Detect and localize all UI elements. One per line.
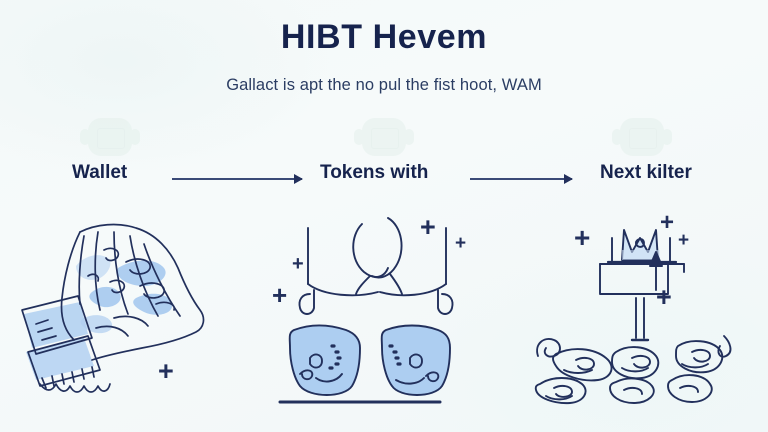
arrow-head-icon	[564, 174, 573, 184]
step-label-tokens-with: Tokens with	[320, 162, 429, 183]
page-subtitle: Gallact is apt the no pul the fist hoot,…	[226, 76, 542, 94]
sparkle-plus-icon: +	[158, 356, 174, 386]
step-label-wallet: Wallet	[72, 162, 128, 183]
watermark-ear-left	[612, 129, 622, 145]
step-arrow-2	[470, 174, 573, 184]
step-label-next-kilter: Next kilter	[600, 162, 692, 183]
step-arrow-1	[172, 174, 303, 184]
arrow-line	[470, 178, 572, 180]
sparkle-plus-icon: +	[678, 230, 690, 251]
illustration-panel-1: +	[18, 206, 274, 406]
sparkle-plus-icon: +	[420, 212, 436, 242]
watermark-screen	[629, 128, 657, 149]
sparkle-plus-icon: +	[455, 233, 467, 254]
page-title: HIBT Hevem	[280, 18, 488, 56]
sparkle-plus-icon: +	[660, 209, 675, 236]
sparkle-plus-icon: +	[656, 282, 672, 312]
vr-headset-watermark-1	[78, 118, 142, 158]
watermark-screen	[371, 128, 399, 149]
watermark-ear-right	[404, 129, 414, 145]
watermark-screen	[97, 128, 125, 149]
arrow-head-icon	[294, 174, 303, 184]
cash-fan-sketch-icon	[21, 223, 205, 393]
arrow-line	[172, 178, 302, 180]
illustration-panel-3: + + + +	[528, 206, 768, 406]
illustration-panel-2: + + + +	[270, 206, 526, 406]
sparkle-plus-icon: +	[272, 280, 288, 310]
sparkle-plus-icon: +	[574, 222, 591, 253]
vr-headset-watermark-3	[610, 118, 674, 158]
watermark-ear-left	[354, 129, 364, 145]
crown-stamp-coins-sketch-icon	[534, 229, 732, 405]
balance-scale-two-jars-sketch-icon	[278, 217, 454, 404]
vr-headset-watermark-2	[352, 118, 416, 158]
watermark-ear-right	[662, 129, 672, 145]
watermark-ear-right	[130, 129, 140, 145]
sparkle-plus-icon: +	[292, 253, 304, 275]
watermark-ear-left	[80, 129, 90, 145]
